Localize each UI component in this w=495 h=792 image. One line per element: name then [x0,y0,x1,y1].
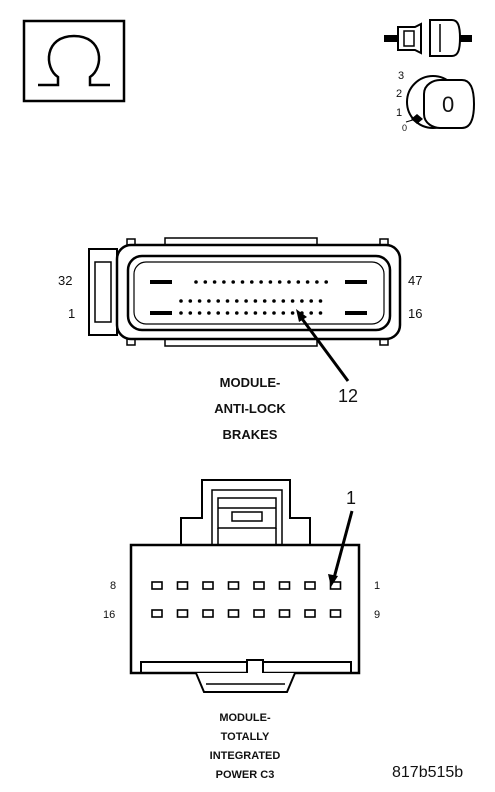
abs-pin-16-label: 16 [408,306,423,321]
pin-cavity [216,299,220,303]
pin-cavity [207,311,211,315]
title-line: POWER C3 [215,769,275,781]
pin-cavity [318,311,323,315]
pin-cavity [202,609,214,618]
figure-id: 817b515b [392,764,464,781]
pin-cavity [227,609,240,618]
title-line: MODULE- [219,375,281,390]
key-position-label: 2 [396,88,403,100]
pin-cavity [309,299,314,303]
pin-cavity [231,280,235,284]
pin-cavity [179,311,183,315]
tipm-pin-1-label: 1 [374,580,381,592]
pin-cavity [329,609,342,618]
pin-cavity [216,311,220,315]
pin-cavity [329,581,342,590]
pin-cavity [300,299,304,303]
pin-cavity [278,581,291,590]
key-position-label: 3 [398,70,405,82]
pin-cavity [305,280,310,284]
pin-cavity [287,280,291,284]
pin-cavity [281,299,286,303]
title-line: TOTALLY [220,731,270,743]
pin-cavity [222,280,226,284]
pin-cavity [197,311,202,315]
pin-cavity [262,299,267,303]
pin-cavity [203,280,208,284]
tipm-pin-8-label: 8 [110,580,117,592]
abs-pin-1-label: 1 [68,306,76,321]
abs-pin-holes [179,280,329,315]
tipm-pin-9-label: 9 [374,609,381,621]
tipm-connector-title: MODULE- TOTALLY INTEGRATED POWER C3 [180,709,310,785]
pin-cavity [259,280,263,284]
pin-cavity [176,581,189,590]
pin-cavity [194,280,198,284]
pin-cavity [253,609,265,618]
title-line: BRAKES [222,427,278,442]
pin-cavity [296,280,301,284]
pin-cavity [281,311,286,315]
pin-cavity [262,311,267,315]
pin-cavity [151,609,163,618]
pin-cavity [207,299,211,303]
abs-callout-label: 12 [338,386,359,406]
pin-cavity [202,581,214,590]
pin-cavity [244,311,248,315]
pin-cavity [212,280,217,284]
pin-cavity [253,311,258,315]
ohmmeter-icon [22,19,126,103]
title-line: ANTI-LOCK [214,401,286,416]
pin-cavity [278,609,291,618]
ignition-key-icon [405,75,476,129]
pin-cavity [235,299,239,303]
tipm-pin-holes [151,581,342,618]
pin-cavity [240,280,245,284]
disconnected-connector-icon [384,19,472,57]
pin-cavity [304,609,316,618]
tipm-pin-16-label: 16 [103,609,116,621]
pin-cavity [225,311,230,315]
key-state-label: 0 [442,92,455,117]
pin-cavity [151,581,163,590]
pin-cavity [309,311,314,315]
pin-cavity [197,299,202,303]
pin-cavity [244,299,248,303]
pin-cavity [235,311,239,315]
title-line: MODULE- [219,712,271,724]
pin-cavity [176,609,189,618]
pin-cavity [188,311,193,315]
pin-cavity [272,299,276,303]
pin-cavity [290,299,295,303]
pin-cavity [253,299,258,303]
abs-pin-32-label: 32 [58,273,73,288]
pin-cavity [304,581,316,590]
pin-cavity [272,311,276,315]
pin-cavity [227,581,240,590]
pin-cavity [277,280,282,284]
pin-cavity [250,280,254,284]
pin-cavity [315,280,319,284]
abs-connector-title: MODULE- ANTI-LOCK BRAKES [180,370,320,448]
pin-cavity [318,299,323,303]
pin-cavity [225,299,230,303]
pin-cavity [179,299,183,303]
abs-pin-47-label: 47 [408,273,423,288]
pin-cavity [290,311,295,315]
tipm-callout-label: 1 [346,488,357,508]
pin-cavity [268,280,273,284]
abs-connector [88,237,402,382]
title-line: INTEGRATED [209,750,281,762]
key-position-label: 0 [402,123,408,133]
key-position-label: 1 [396,107,403,119]
pin-cavity [188,299,193,303]
pin-cavity [253,581,265,590]
pin-cavity [324,280,329,284]
tipm-connector [129,479,361,693]
